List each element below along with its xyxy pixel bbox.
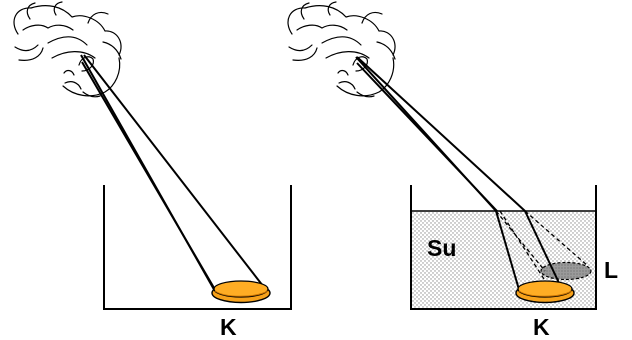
left-light-rays [81,55,263,293]
image-label: L [604,257,618,283]
left-coin-icon [212,281,270,303]
left-coin-label: K [220,314,237,340]
right-coin-icon [516,281,574,303]
water-label: Su [427,235,456,261]
right-scene: Su L K [288,2,618,340]
right-coin-label: K [533,314,550,340]
left-scene: K [14,2,291,340]
apparent-image-icon [541,263,591,280]
